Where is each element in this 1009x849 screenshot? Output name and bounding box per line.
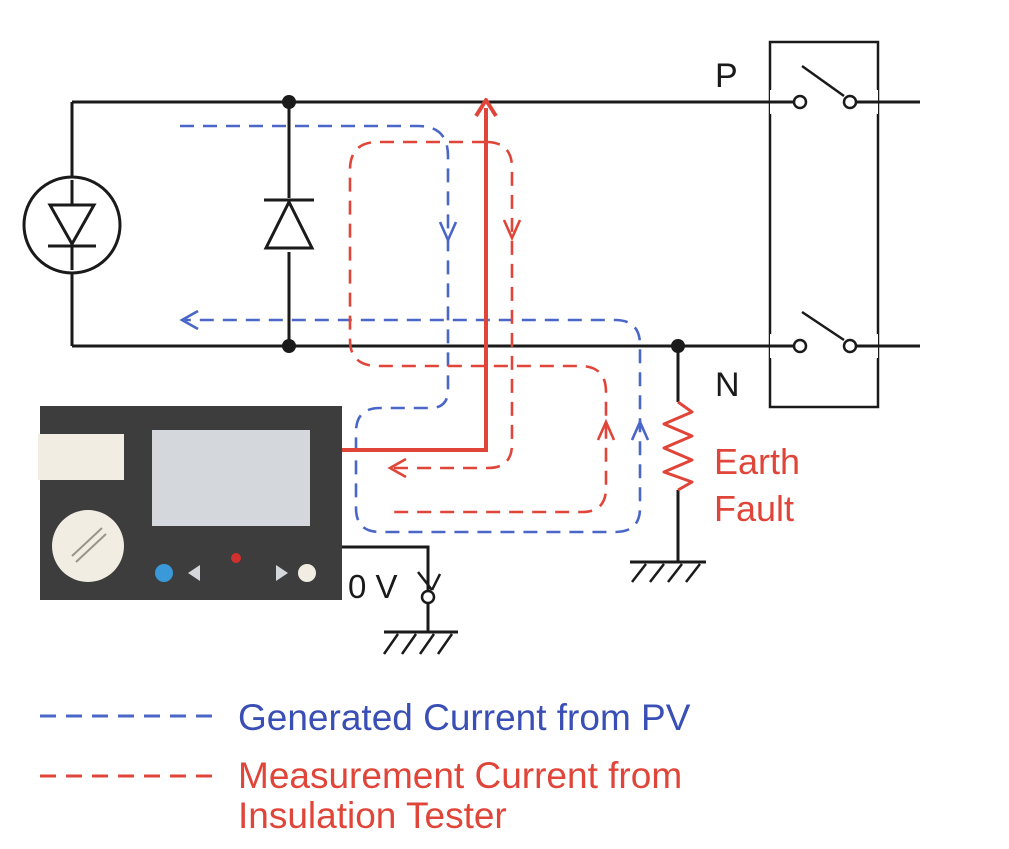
switch-box bbox=[742, 40, 920, 409]
tester-display bbox=[152, 430, 310, 526]
label-n: N bbox=[715, 366, 740, 404]
switch-icon bbox=[742, 310, 920, 354]
legend-measurement-current-line2: Insulation Tester bbox=[238, 795, 507, 836]
switch-icon bbox=[742, 64, 920, 110]
generated-current-path bbox=[179, 124, 650, 534]
legend-generated-current: Generated Current from PV bbox=[238, 697, 691, 738]
tester-positive-lead bbox=[342, 98, 498, 452]
tester-blue-button bbox=[155, 564, 173, 582]
tester-white-button bbox=[298, 564, 316, 582]
label-earth: Earth bbox=[714, 441, 800, 482]
tester-dial-knob bbox=[52, 510, 124, 582]
resistor-icon bbox=[662, 400, 694, 492]
measurement-current-path bbox=[348, 140, 616, 514]
tester-ground-lead bbox=[342, 545, 442, 605]
tester-label-plate bbox=[38, 434, 124, 480]
junction-dot bbox=[282, 339, 296, 353]
label-zero-volt: 0 V bbox=[348, 568, 398, 605]
tester-red-led bbox=[231, 553, 241, 563]
pv-module-icon bbox=[22, 175, 122, 275]
legend: Generated Current from PV Measurement Cu… bbox=[40, 697, 691, 836]
label-fault: Fault bbox=[714, 488, 794, 529]
insulation-tester-icon bbox=[38, 406, 342, 600]
legend-measurement-current: Measurement Current from bbox=[238, 755, 682, 796]
junction-dot bbox=[282, 95, 296, 109]
tester-left-arrow-icon bbox=[188, 565, 200, 581]
ground-icon bbox=[630, 560, 706, 583]
bypass-diode-icon bbox=[262, 198, 316, 252]
ground-icon bbox=[382, 604, 458, 655]
tester-right-arrow-icon bbox=[276, 565, 288, 581]
label-p: P bbox=[715, 57, 738, 95]
